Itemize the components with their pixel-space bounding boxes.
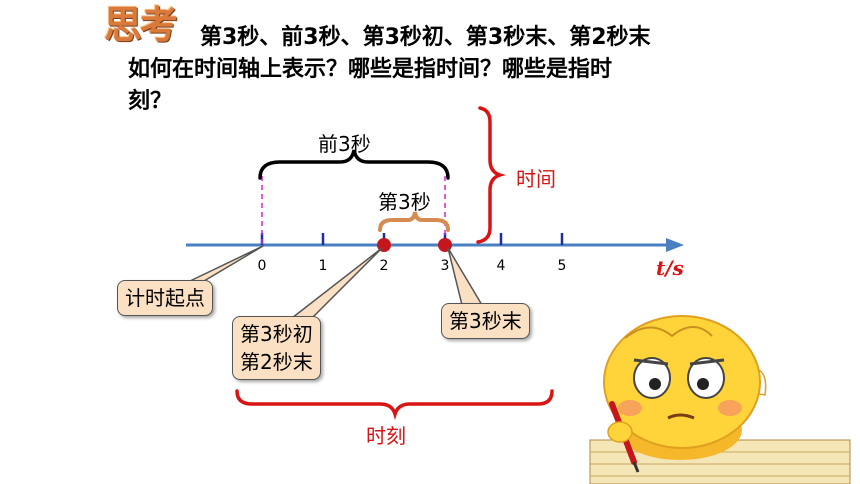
tick-label-5: 5 [557,258,567,274]
tick-label-3: 3 [440,258,450,274]
question-line-1: 第3秒、前3秒、第3秒初、第3秒末、第2秒末 [200,25,651,50]
axis-arrow [666,238,684,252]
brace-interval [476,106,507,244]
brace-first-3s [258,149,450,180]
logo-sikao: 思考 [104,2,178,47]
label-first-3s: 前3秒 [318,132,371,156]
tick-label-1: 1 [318,258,328,274]
callout-start-text: 计时起点 [125,286,205,310]
brace-third-second [378,211,450,232]
tick-label-2: 2 [379,258,389,274]
callout-start-point: 计时起点 [117,280,213,316]
question-text: 第3秒、前3秒、第3秒初、第3秒末、第2秒末 如何在时间轴上表示？哪些是指时间？… [128,22,728,118]
callout-third-start: 第3秒初 第2秒末 [232,316,321,380]
brace-moment [235,389,554,421]
callout-third-end: 第3秒末 [441,303,530,339]
question-line-2: 如何在时间轴上表示？哪些是指时间？哪些是指时 [128,57,613,82]
pointer-third-start [291,247,383,319]
label-moment: 时刻 [366,424,406,448]
callout-third-start-line2: 第2秒末 [240,350,313,374]
tick-label-0: 0 [257,258,267,274]
callout-third-start-line1: 第3秒初 [240,322,313,346]
callout-third-end-text: 第3秒末 [449,309,522,333]
pointer-third-end [447,247,483,306]
mascot-illustration [589,315,851,484]
axis-label-t-s: t/s [656,256,684,280]
label-interval: 时间 [516,167,556,191]
label-third-second: 第3秒 [378,190,431,214]
question-line-3: 刻？ [128,89,173,114]
tick-label-4: 4 [496,258,506,274]
